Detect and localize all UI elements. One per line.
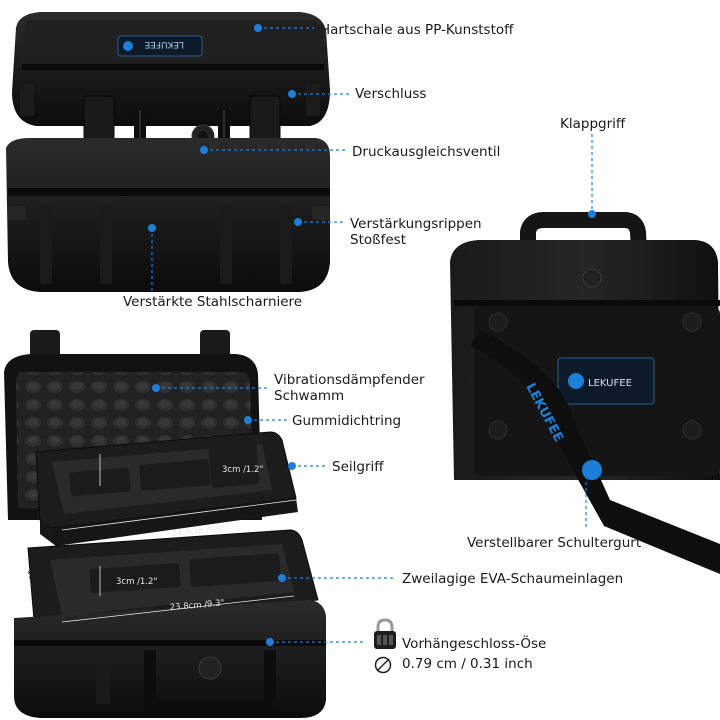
label-latch: Verschluss [355, 86, 427, 102]
open-case [4, 330, 326, 718]
label-shell: Hartschale aus PP-Kunststoff [320, 22, 514, 38]
callout-lines [151, 27, 593, 643]
label-ribs-1: Verstärkungsrippen [350, 216, 482, 232]
diameter-icon [374, 656, 392, 674]
second-case [6, 138, 330, 292]
label-handle: Klappgriff [560, 116, 626, 132]
label-valve: Druckausgleichsventil [352, 144, 501, 160]
label-hole-size: 0.79 cm / 0.31 inch [402, 656, 533, 672]
label-inserts: Zweilagige EVA-Schaumeinlagen [402, 571, 624, 587]
padlock-icon [374, 618, 396, 649]
dim-depth-upper: 3cm /1.2" [222, 465, 263, 475]
label-ribs-2: Stoßfest [350, 232, 407, 248]
label-hinges: Verstärkte Stahlscharniere [123, 294, 303, 310]
label-foam-2: Schwamm [274, 388, 345, 404]
dim-width-lower: 23.8cm /9.3" [169, 598, 225, 613]
side-case: LEKUFEE LEKUFEE [450, 212, 720, 574]
callout-dots [148, 24, 596, 646]
label-seal: Gummidichtring [292, 413, 402, 429]
brand-logo-text: LEKUFEE [588, 378, 632, 389]
svg-text:LEKUFEE: LEKUFEE [144, 39, 184, 49]
label-foam-1: Vibrationsdämpfender [274, 372, 425, 388]
label-rope: Seilgriff [332, 459, 384, 475]
label-padlock: Vorhängeschloss-Öse [402, 636, 547, 652]
dim-width-upper: 24.9cm /9.8" [171, 524, 227, 539]
label-strap: Verstellbarer Schultergurt [467, 535, 642, 551]
dim-depth-lower: 3cm /1.2" [116, 577, 157, 587]
